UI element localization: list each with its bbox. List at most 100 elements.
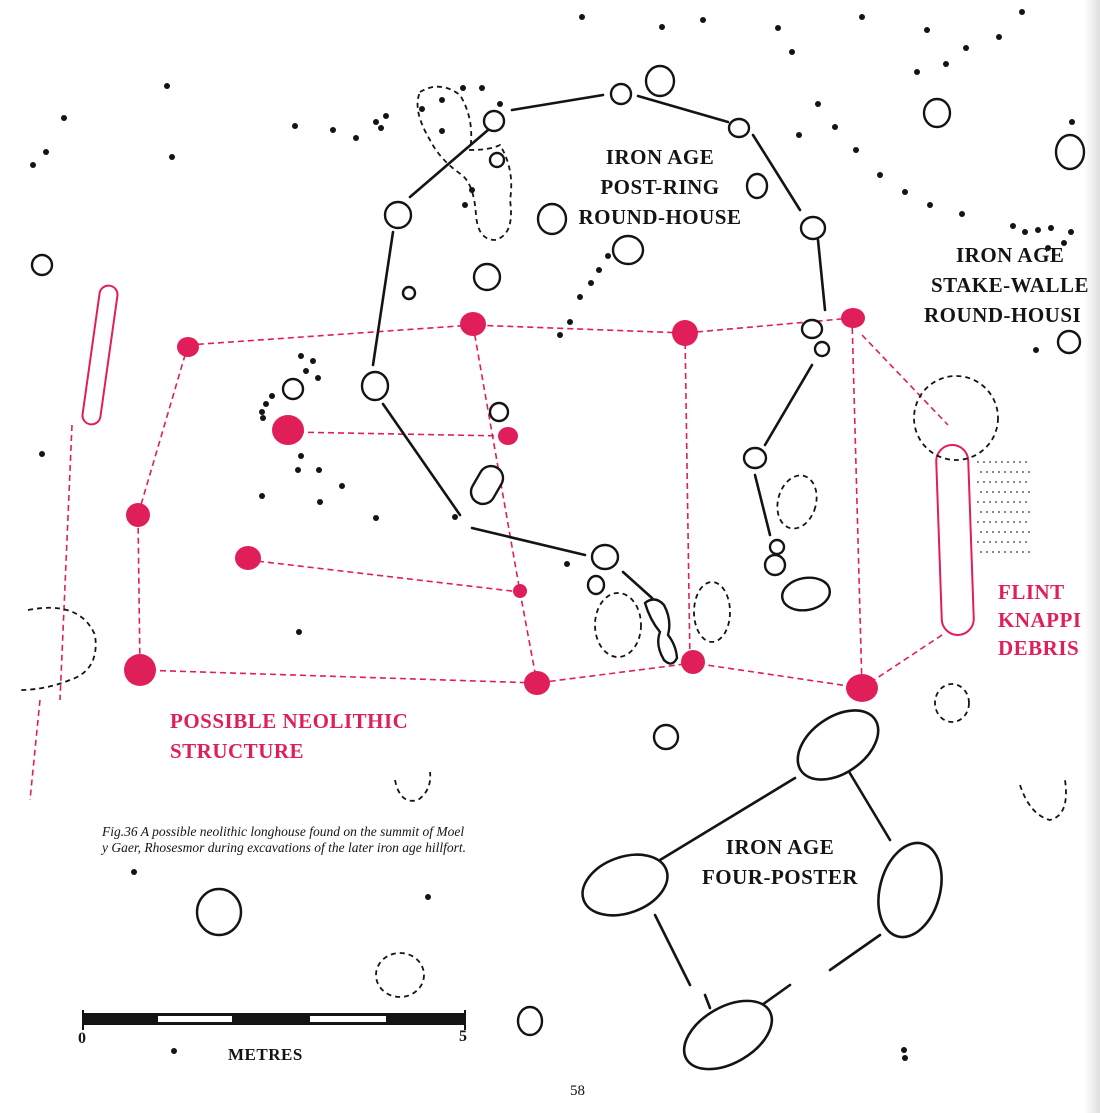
stipple-dot: [986, 511, 988, 513]
stipple-dot: [983, 461, 985, 463]
stipple-dot: [998, 511, 1000, 513]
stipple-dot: [983, 501, 985, 503]
stake-hole: [439, 97, 445, 103]
stake-hole: [259, 409, 265, 415]
label-line: IRON AGE: [725, 835, 835, 859]
stipple-dot: [989, 501, 991, 503]
post-holes-outline: [30, 64, 1086, 1037]
stake-hole: [310, 358, 316, 364]
stipple-dot: [1007, 461, 1009, 463]
stake-hole: [292, 123, 298, 129]
stipple-dot: [977, 501, 979, 503]
stipple-dot: [1028, 551, 1030, 553]
stake-hole: [298, 453, 304, 459]
post-ring-label: IRON AGE POST-RING ROUND-HOUSE: [570, 142, 750, 232]
stipple-dot: [1019, 521, 1021, 523]
stipple-dot: [986, 471, 988, 473]
stake-hole: [419, 106, 425, 112]
stake-hole: [577, 294, 583, 300]
stake-hole: [373, 515, 379, 521]
stipple-dot: [1010, 511, 1012, 513]
stake-hole: [316, 467, 322, 473]
stake-hole: [588, 280, 594, 286]
stake-hole: [164, 83, 170, 89]
stake-hole: [1035, 227, 1041, 233]
stipple-dot: [1022, 531, 1024, 533]
stipple-dot: [1013, 521, 1015, 523]
stake-hole: [452, 514, 458, 520]
stipple-dot: [1022, 491, 1024, 493]
scale-unit-label: METRES: [228, 1045, 303, 1064]
stipple-dot: [1028, 511, 1030, 513]
stipple-dot: [1001, 461, 1003, 463]
stake-hole: [425, 894, 431, 900]
stake-hole: [303, 368, 309, 374]
stake-hole: [1033, 347, 1039, 353]
stipple-dot: [1022, 511, 1024, 513]
stipple-dot: [1007, 481, 1009, 483]
stipple-dot: [1013, 461, 1015, 463]
four-poster-pits: [581, 709, 943, 1071]
stipple-dot: [1013, 501, 1015, 503]
stake-hole: [927, 202, 933, 208]
label-line: KNAPPI: [998, 608, 1082, 632]
stipple-dot: [1004, 511, 1006, 513]
stake-hole: [1045, 245, 1051, 251]
stipple-dot: [986, 531, 988, 533]
label-line: IRON AGE: [605, 145, 715, 169]
stipple-dot: [1022, 551, 1024, 553]
stake-hole: [469, 187, 475, 193]
stake-hole: [914, 69, 920, 75]
stake-hole: [373, 119, 379, 125]
label-line: IRON AGE: [956, 243, 1065, 267]
stipple-dot: [1025, 541, 1027, 543]
stake-walled-label: IRON AGE STAKE-WALLE ROUND-HOUSI: [924, 240, 1089, 330]
stipple-dot: [1004, 471, 1006, 473]
stipple-dot: [992, 551, 994, 553]
stipple-dot: [1001, 541, 1003, 543]
scale-bar: [82, 1010, 466, 1030]
post-ring-walls: [371, 93, 827, 600]
stake-hole: [30, 162, 36, 168]
label-line: STAKE-WALLE: [931, 273, 1089, 297]
stipple-dot: [995, 541, 997, 543]
stipple-dot: [998, 471, 1000, 473]
stake-hole: [61, 115, 67, 121]
page-edge: [1084, 0, 1100, 1113]
stake-hole: [815, 101, 821, 107]
stake-hole: [557, 332, 563, 338]
stipple-dot: [1025, 521, 1027, 523]
stake-hole: [567, 319, 573, 325]
figure-caption: Fig.36 A possible neolithic longhouse fo…: [102, 824, 466, 856]
stake-hole: [877, 172, 883, 178]
stake-hole: [963, 45, 969, 51]
stipple-dot: [980, 531, 982, 533]
stake-hole: [859, 14, 865, 20]
stipple-dot: [1001, 481, 1003, 483]
stipple-dot: [980, 491, 982, 493]
stake-hole: [853, 147, 859, 153]
stipple-dot: [980, 551, 982, 553]
stipple-dot: [998, 531, 1000, 533]
stipple-dot: [989, 541, 991, 543]
stipple-dot: [977, 521, 979, 523]
stake-hole: [901, 1047, 907, 1053]
stipple-dot: [1019, 541, 1021, 543]
stake-hole: [131, 869, 137, 875]
stake-hole: [330, 127, 336, 133]
stipple-dot: [992, 531, 994, 533]
stake-hole: [659, 24, 665, 30]
stipple-dot: [1010, 491, 1012, 493]
stipple-dot: [1016, 551, 1018, 553]
stake-hole: [564, 561, 570, 567]
stipple-dot: [980, 471, 982, 473]
stipple-dot: [1010, 471, 1012, 473]
stake-hole: [269, 393, 275, 399]
stake-hole: [260, 415, 266, 421]
stake-hole: [460, 85, 466, 91]
stipple-dot: [977, 541, 979, 543]
stake-hole: [789, 49, 795, 55]
stipple-dot: [989, 521, 991, 523]
stake-holes: [30, 9, 1075, 1061]
